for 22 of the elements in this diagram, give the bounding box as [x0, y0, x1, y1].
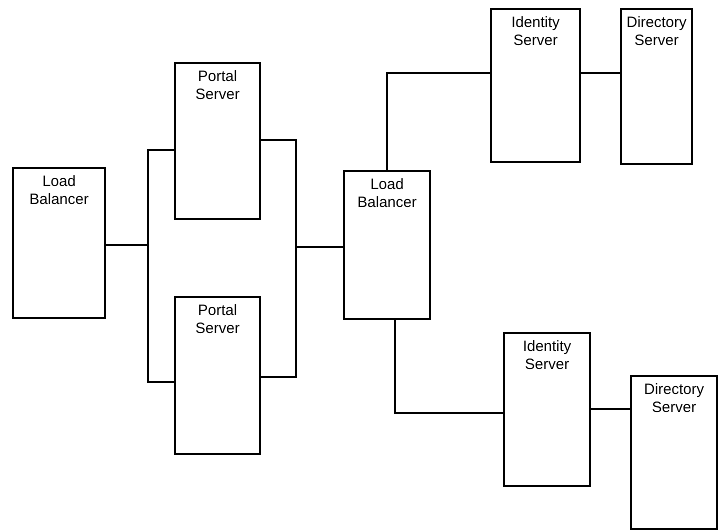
node-label: Portal Server	[194, 302, 241, 338]
server-box	[630, 375, 718, 530]
server-box	[503, 332, 591, 487]
node-label: Directory Server	[642, 381, 705, 417]
server-box	[12, 167, 106, 319]
server-box	[620, 8, 693, 165]
connector-line	[581, 72, 620, 74]
node-label: Load Balancer	[28, 173, 90, 209]
connector-line	[591, 408, 630, 410]
server-box	[174, 62, 261, 220]
node-label: Portal Server	[194, 68, 241, 104]
node-label: Load Balancer	[356, 176, 418, 212]
server-box	[490, 8, 581, 163]
server-box	[174, 296, 261, 455]
connector-line	[386, 72, 490, 170]
connector-line	[106, 244, 174, 383]
node-label: Identity Server	[522, 338, 572, 374]
server-box	[343, 170, 431, 320]
node-label: Identity Server	[510, 14, 561, 50]
connector-line	[394, 320, 503, 414]
node-label: Directory Server	[625, 14, 688, 50]
connector-line	[261, 246, 343, 378]
